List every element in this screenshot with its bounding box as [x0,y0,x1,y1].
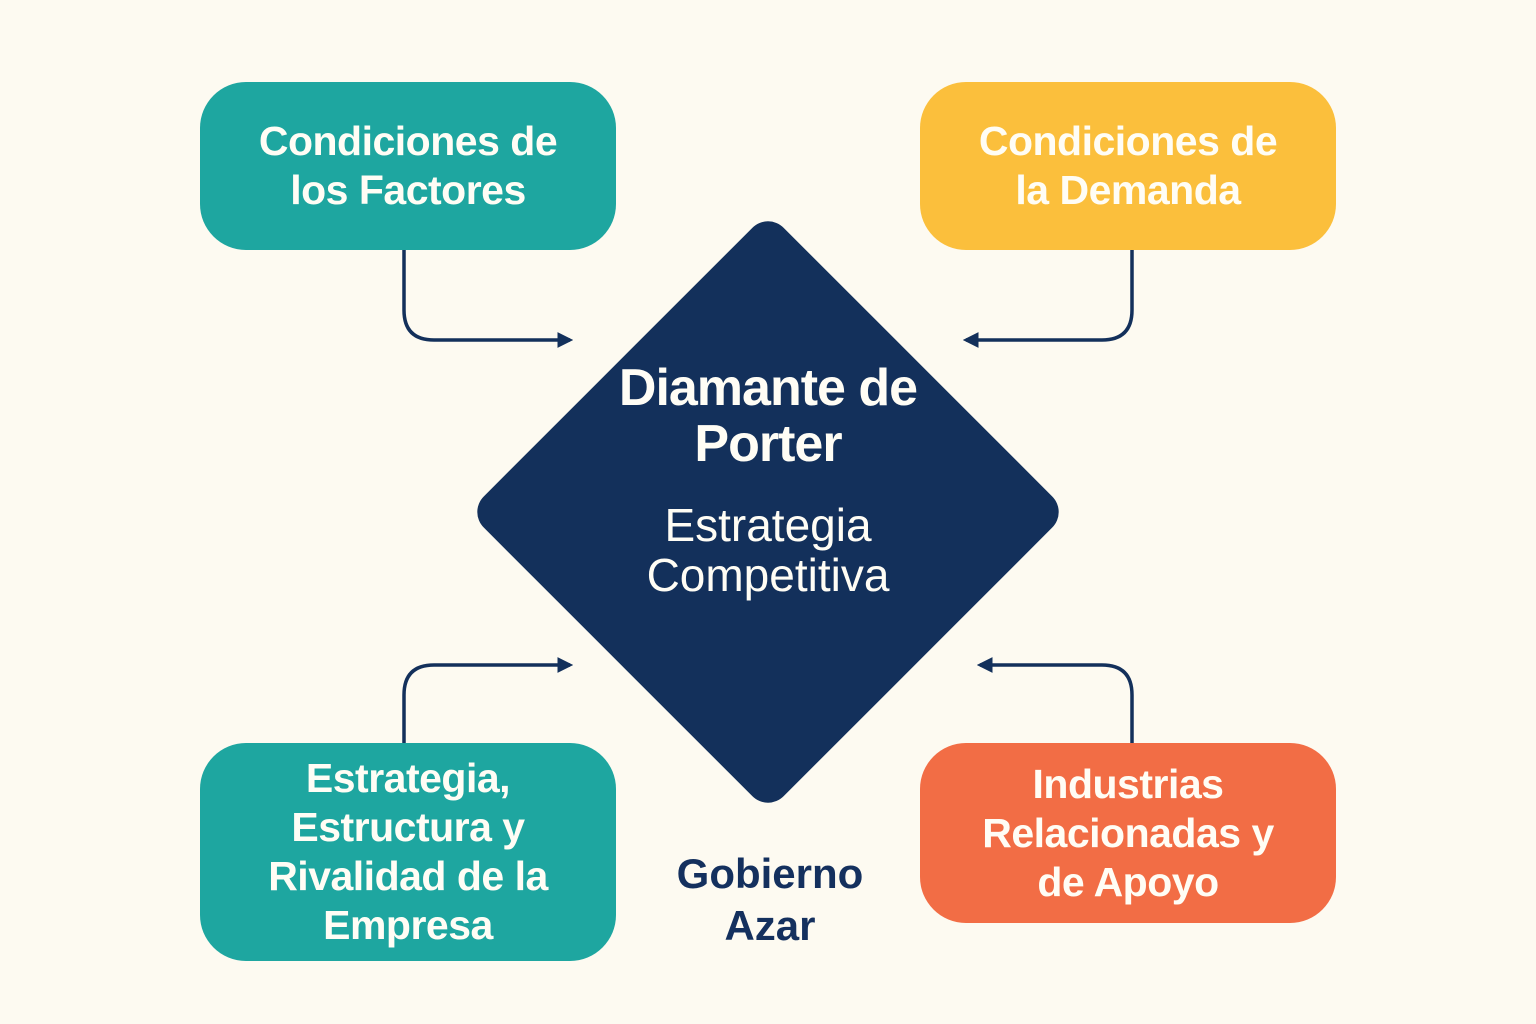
arrow-estrategia-to-center [402,657,574,743]
arrow-demanda-to-center [962,250,1134,348]
node-estrategia-estructura-rivalidad: Estrategia, Estructura y Rivalidad de la… [200,743,616,961]
node-label: Estrategia, Estructura y Rivalidad de la… [268,755,548,948]
node-label: Condiciones de la Demanda [978,118,1278,213]
diagram-subtitle: Estrategia Competitiva [646,499,890,601]
diagram-title: Diamante de Porter [618,359,918,473]
external-factors-label: Gobierno Azar [676,850,864,949]
node-condiciones-demanda: Condiciones de la Demanda [920,82,1336,250]
node-industrias-relacionadas: Industrias Relacionadas y de Apoyo [920,743,1336,923]
node-condiciones-factores: Condiciones de los Factores [200,82,616,250]
center-diamond [477,221,1059,803]
node-label: Industrias Relacionadas y de Apoyo [982,760,1274,905]
center-text: Diamante de Porter Estrategia Competitiv… [568,360,968,600]
arrow-factores-to-center [402,250,574,348]
arrow-industrias-to-center [976,657,1134,743]
node-label: Condiciones de los Factores [258,118,558,213]
